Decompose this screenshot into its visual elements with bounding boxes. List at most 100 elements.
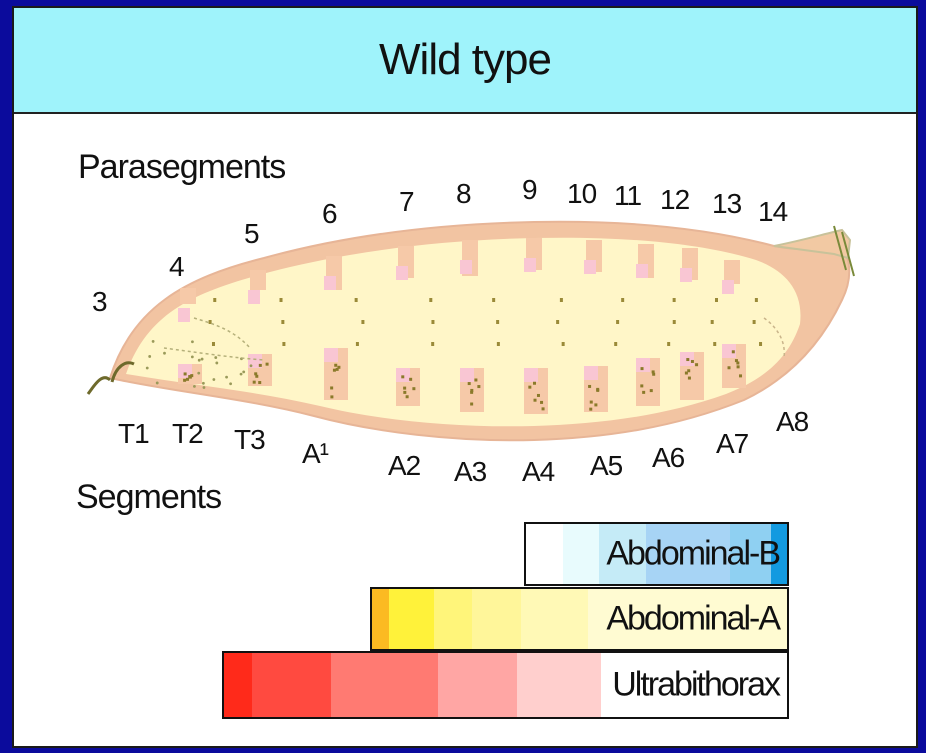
denticle [470, 389, 473, 392]
denticle [492, 298, 495, 302]
segment-stripe-pink [248, 290, 260, 304]
denticle [739, 374, 742, 377]
segment-label: A¹ [302, 438, 328, 470]
parasegments-label: Parasegments [78, 148, 285, 187]
parasegment-label: 5 [244, 218, 259, 250]
denticle [282, 342, 285, 346]
denticle [711, 320, 714, 324]
abdominal-a-label: Abdominal-A [606, 600, 779, 639]
denticle [759, 342, 762, 346]
thoracic-dot [212, 378, 215, 381]
denticle [688, 377, 691, 380]
thoracic-dot [156, 382, 159, 385]
segment-label: A5 [590, 450, 622, 482]
denticle [184, 372, 187, 375]
parasegment-label: 8 [456, 178, 471, 210]
denticle [695, 363, 698, 366]
denticle [589, 408, 592, 411]
expression-band [331, 653, 438, 717]
expression-band [434, 589, 471, 649]
ultrabithorax-label: Ultrabithorax [612, 666, 779, 705]
denticle [431, 320, 434, 324]
denticle [468, 382, 471, 385]
denticle [528, 386, 531, 389]
segment-stripe-pink [584, 260, 596, 274]
denticle [755, 298, 758, 302]
expression-band [438, 653, 517, 717]
parasegment-label: 13 [712, 188, 741, 220]
denticle [614, 342, 617, 346]
parasegment-label: 14 [758, 196, 787, 228]
denticle [562, 342, 565, 346]
denticle [542, 407, 545, 410]
denticle [403, 387, 406, 390]
denticle [266, 363, 269, 366]
denticle [361, 320, 364, 324]
segment-stripe [180, 288, 196, 304]
expression-band [526, 524, 563, 584]
thoracic-dot [202, 382, 205, 385]
denticle [540, 401, 543, 404]
denticle [652, 370, 655, 373]
expression-band [563, 524, 600, 584]
denticle [330, 395, 333, 398]
segment-stripe-pink [524, 368, 538, 382]
denticle [330, 386, 333, 389]
denticle [403, 391, 406, 394]
thoracic-dot [215, 362, 218, 365]
expression-band [224, 653, 252, 717]
denticle [533, 382, 536, 385]
denticle [534, 399, 537, 402]
denticle [560, 298, 563, 302]
segment-stripe-pink [636, 264, 648, 278]
segment-stripe [250, 270, 266, 290]
thoracic-dot [193, 385, 196, 388]
expression-band [252, 653, 331, 717]
segment-label: A8 [776, 406, 808, 438]
thoracic-dot [242, 370, 245, 373]
segment-stripe-pink [396, 266, 408, 280]
denticle [259, 364, 262, 367]
denticle [355, 298, 358, 302]
thoracic-dot [191, 340, 194, 343]
segment-stripe-pink [460, 260, 472, 274]
thoracic-dot [214, 356, 217, 359]
denticle [213, 298, 216, 302]
segment-label: A7 [716, 428, 748, 460]
denticle [258, 381, 261, 384]
segment-stripe-pink [584, 366, 598, 380]
denticle [673, 298, 676, 302]
parasegment-label: 3 [92, 286, 107, 318]
thoracic-dot [148, 355, 151, 358]
segment-stripe-pink [460, 368, 474, 382]
expression-band [372, 589, 389, 649]
denticle [616, 320, 619, 324]
denticle [596, 389, 599, 392]
denticle [594, 403, 597, 406]
denticle [590, 401, 593, 404]
thoracic-dot [201, 358, 204, 361]
expression-band [517, 653, 601, 717]
segment-stripe-pink [524, 258, 536, 272]
denticle [470, 403, 473, 406]
denticle [621, 298, 624, 302]
segment-label: A6 [652, 442, 684, 474]
denticle [735, 359, 738, 362]
segment-stripe-pink [396, 368, 410, 382]
thoracic-dot [146, 367, 149, 370]
expression-band [389, 589, 435, 649]
denticle [556, 320, 559, 324]
expression-band [472, 589, 522, 649]
segment-stripe-pink [324, 276, 336, 290]
segment-label: T2 [172, 418, 203, 450]
denticle [431, 342, 434, 346]
denticle [336, 368, 339, 371]
denticle [728, 366, 731, 369]
parasegment-label: 6 [322, 198, 337, 230]
denticle [691, 360, 694, 363]
denticle [406, 395, 409, 398]
denticle [409, 378, 412, 381]
thoracic-dot [203, 386, 206, 389]
segment-label: T1 [118, 418, 149, 450]
denticle [334, 364, 337, 367]
